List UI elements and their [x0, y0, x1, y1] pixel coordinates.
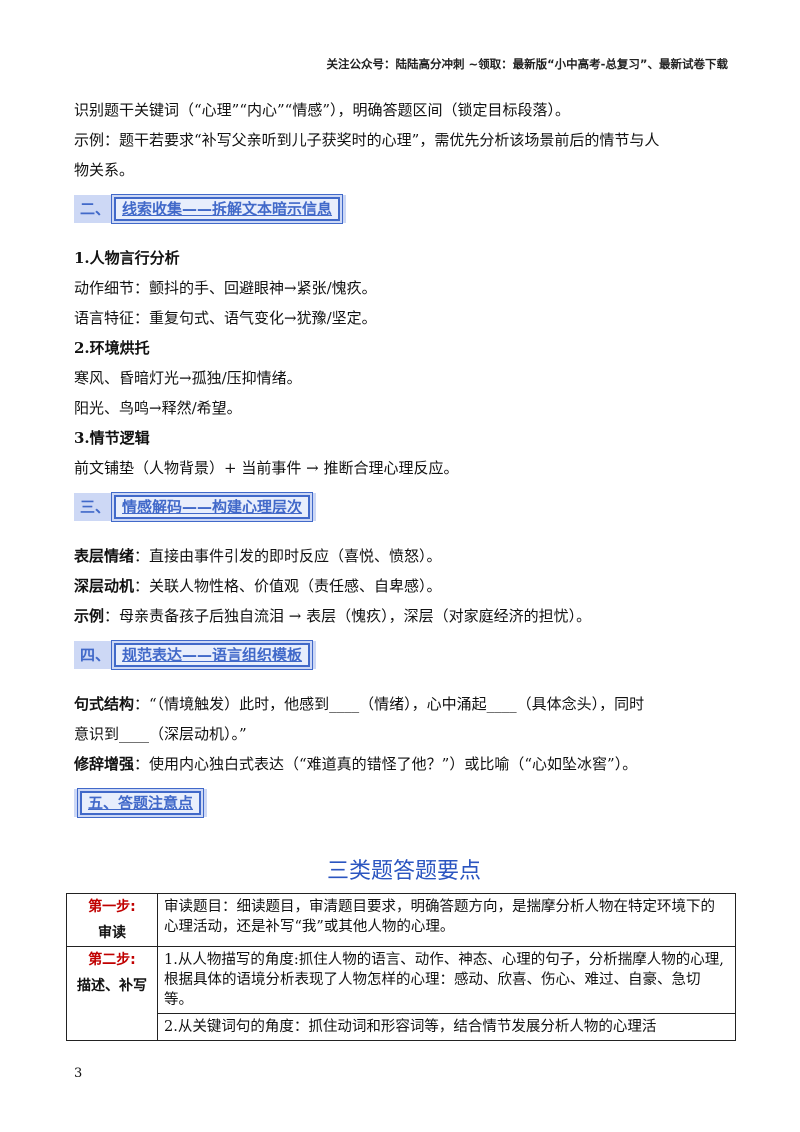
body-line: 前文铺垫（人物背景）+ 当前事件 → 推断合理心理反应。 — [74, 459, 459, 477]
table-row: 第一步: 审读 审读题目：细读题目，审清题目要求，明确答题方向，是揣摩分析人物在… — [66, 893, 736, 947]
document-body: 识别题干关键词（“心理”“内心”“情感”），明确答题区间（锁定目标段落）。 示例… — [74, 95, 734, 901]
sub-heading: 2.环境烘托 — [74, 339, 150, 357]
body-line: 动作细节：颤抖的手、回避眼神→紧张/愧疚。 — [74, 279, 377, 297]
steps-table: 第一步: 审读 审读题目：细读题目，审清题目要求，明确答题方向，是揣摩分析人物在… — [66, 893, 736, 1041]
body-line: 句式结构：“（情境触发）此时，他感到____（情绪），心中涌起____（具体念头… — [74, 695, 645, 713]
body-line: 表层情绪：直接由事件引发的即时反应（喜悦、愤怒）。 — [74, 547, 442, 565]
body-line: 语言特征：重复句式、语气变化→犹豫/坚定。 — [74, 309, 377, 327]
section-title: 线索收集——拆解文本暗示信息 — [111, 194, 344, 224]
section-number: 二、 — [80, 200, 111, 218]
body-line: 阳光、鸟鸣→释然/希望。 — [74, 399, 242, 417]
sub-heading: 3.情节逻辑 — [74, 429, 150, 447]
table-row: 第二步: 描述、补写 1.从人物描写的角度:抓住人物的语言、动作、神态、心理的句… — [66, 946, 736, 1041]
step-sub: 审读 — [98, 925, 126, 941]
intro-example-cont: 物关系。 — [74, 161, 135, 179]
step-name: 第一步: — [88, 899, 136, 915]
step-label-cell: 第二步: 描述、补写 — [66, 946, 158, 1041]
step-label-cell: 第一步: 审读 — [66, 893, 158, 947]
sub-heading: 1.人物言行分析 — [74, 249, 180, 267]
section-number: 四、 — [80, 646, 111, 664]
section-heading-4: 四、规范表达——语言组织模板 — [74, 640, 317, 670]
step-name: 第二步: — [88, 952, 136, 968]
step-text-cell: 1.从人物描写的角度:抓住人物的语言、动作、神态、心理的句子，分析揣摩人物的心理… — [157, 946, 736, 1014]
intro-example: 示例：题干若要求“补写父亲听到儿子获奖时的心理”，需优先分析该场景前后的情节与人 — [74, 131, 660, 149]
body-line: 修辞增强：使用内心独白式表达（“难道真的错怪了他？”）或比喻（“心如坠冰窖”）。 — [74, 755, 638, 773]
page-number: 3 — [74, 1066, 83, 1081]
body-line: 寒风、昏暗灯光→孤独/压抑情绪。 — [74, 369, 302, 387]
body-line: 意识到____（深层动机）。” — [74, 725, 247, 743]
section-title: 规范表达——语言组织模板 — [111, 640, 314, 670]
body-line: 深层动机：关联人物性格、价值观（责任感、自卑感）。 — [74, 577, 442, 595]
step-text-cell: 审读题目：细读题目，审清题目要求，明确答题方向，是揣摩分析人物在特定环境下的心理… — [157, 893, 736, 947]
page-header: 关注公众号：陆陆高分冲刺 ~领取：最新版“小中高考-总复习”、最新试卷下载 — [326, 57, 728, 71]
section-title: 情感解码——构建心理层次 — [111, 492, 314, 522]
table-title: 三类题答题要点 — [326, 859, 481, 884]
section-heading-5: 五、答题注意点 — [74, 788, 208, 818]
section-title: 五、答题注意点 — [76, 788, 205, 818]
table-row: 2.从关键词句的角度：抓住动词和形容词等，结合情节发展分析人物的心理活 — [67, 1013, 736, 1041]
intro-line: 识别题干关键词（“心理”“内心”“情感”），明确答题区间（锁定目标段落）。 — [74, 101, 571, 119]
body-line: 示例：母亲责备孩子后独自流泪 → 表层（愧疚），深层（对家庭经济的担忧）。 — [74, 607, 592, 625]
section-heading-3: 三、情感解码——构建心理层次 — [74, 492, 317, 522]
section-number: 三、 — [80, 498, 111, 516]
step-sub: 描述、补写 — [77, 978, 147, 994]
section-heading-2: 二、线索收集——拆解文本暗示信息 — [74, 194, 347, 224]
step-text-cell: 2.从关键词句的角度：抓住动词和形容词等，结合情节发展分析人物的心理活 — [157, 1013, 736, 1041]
